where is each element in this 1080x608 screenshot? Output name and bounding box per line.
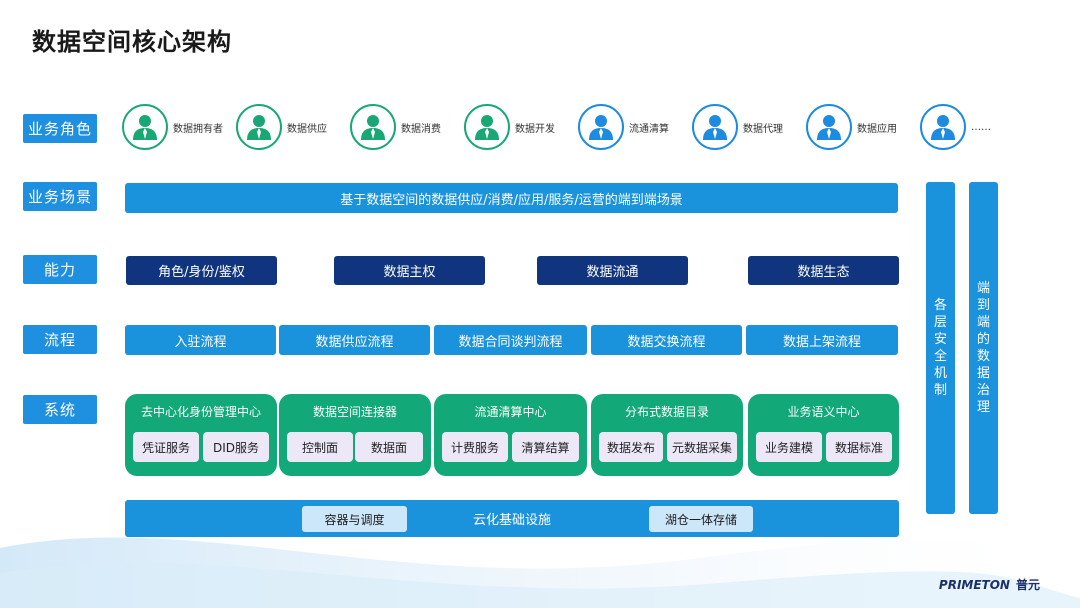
system-block: 数据空间连接器 控制面 数据面 — [279, 394, 431, 476]
role-label: 数据应用 — [857, 123, 897, 135]
infra-chip-storage: 湖仓一体存储 — [649, 506, 753, 532]
vertical-bar-label: 各层安全机制 — [933, 298, 947, 398]
process-item: 数据合同谈判流程 — [434, 325, 587, 355]
process-item: 数据上架流程 — [746, 325, 898, 355]
system-chip: 计费服务 — [442, 432, 508, 462]
role-label: 流通清算 — [629, 123, 669, 135]
system-chip: 数据发布 — [599, 432, 663, 462]
role-item: 流通清算 — [578, 104, 669, 150]
process-item: 入驻流程 — [125, 325, 276, 355]
row-label-capability: 能力 — [23, 255, 97, 284]
system-chip: 凭证服务 — [133, 432, 199, 462]
role-label: 数据代理 — [743, 123, 783, 135]
logo-brand: PRIMETON — [938, 577, 1010, 592]
role-item: 数据消费 — [350, 104, 441, 150]
user-icon — [920, 104, 966, 150]
capability-item: 数据流通 — [537, 256, 688, 285]
vertical-bar-governance: 端到端的数据治理 — [969, 182, 998, 514]
capability-item: 数据生态 — [748, 256, 899, 285]
role-item: 数据供应 — [236, 104, 327, 150]
user-icon — [464, 104, 510, 150]
logo-cn: 普元 — [1015, 578, 1040, 592]
user-icon — [578, 104, 624, 150]
scenario-bar: 基于数据空间的数据供应/消费/应用/服务/运营的端到端场景 — [125, 183, 898, 213]
capability-item: 数据主权 — [334, 256, 485, 285]
user-icon — [350, 104, 396, 150]
system-chip: 数据面 — [355, 432, 423, 462]
system-chip: 控制面 — [287, 432, 353, 462]
row-label-roles: 业务角色 — [23, 114, 97, 143]
user-icon — [236, 104, 282, 150]
vertical-bar-label: 端到端的数据治理 — [976, 281, 990, 415]
role-label: 数据消费 — [401, 123, 441, 135]
system-chip: DID服务 — [203, 432, 269, 462]
system-block: 业务语义中心 业务建模 数据标准 — [748, 394, 899, 476]
role-label: 数据拥有者 — [173, 123, 223, 135]
role-label: 数据开发 — [515, 123, 555, 135]
role-item: 数据应用 — [806, 104, 897, 150]
user-icon — [122, 104, 168, 150]
system-title: 分布式数据目录 — [624, 405, 709, 419]
role-item: 数据拥有者 — [122, 104, 223, 150]
row-label-process: 流程 — [23, 325, 97, 354]
primeton-logo: PRIMETON 普元 — [939, 576, 1040, 593]
role-label: 数据供应 — [287, 123, 327, 135]
system-chip: 数据标准 — [826, 432, 892, 462]
page-title: 数据空间核心架构 — [32, 28, 232, 56]
user-icon — [806, 104, 852, 150]
system-title: 数据空间连接器 — [312, 405, 397, 419]
infra-chip-container: 容器与调度 — [302, 506, 407, 532]
capability-item: 角色/身份/鉴权 — [126, 256, 277, 285]
system-chip: 清算结算 — [512, 432, 579, 462]
system-title: 流通清算中心 — [474, 405, 547, 419]
vertical-bar-security: 各层安全机制 — [926, 182, 955, 514]
system-title: 去中心化身份管理中心 — [140, 405, 261, 419]
system-chip: 元数据采集 — [667, 432, 737, 462]
system-title: 业务语义中心 — [787, 405, 860, 419]
role-item: …… — [920, 104, 991, 150]
row-label-system: 系统 — [23, 395, 97, 424]
system-block: 去中心化身份管理中心 凭证服务 DID服务 — [125, 394, 277, 476]
role-label: …… — [971, 121, 991, 133]
process-item: 数据交换流程 — [591, 325, 742, 355]
system-block: 流通清算中心 计费服务 清算结算 — [434, 394, 587, 476]
user-icon — [692, 104, 738, 150]
row-label-scenario: 业务场景 — [23, 182, 97, 211]
system-chip: 业务建模 — [756, 432, 822, 462]
wave-background — [0, 537, 1080, 608]
process-item: 数据供应流程 — [279, 325, 430, 355]
role-item: 数据开发 — [464, 104, 555, 150]
role-item: 数据代理 — [692, 104, 783, 150]
infrastructure-bar: 云化基础设施 — [125, 500, 899, 537]
system-block: 分布式数据目录 数据发布 元数据采集 — [591, 394, 743, 476]
